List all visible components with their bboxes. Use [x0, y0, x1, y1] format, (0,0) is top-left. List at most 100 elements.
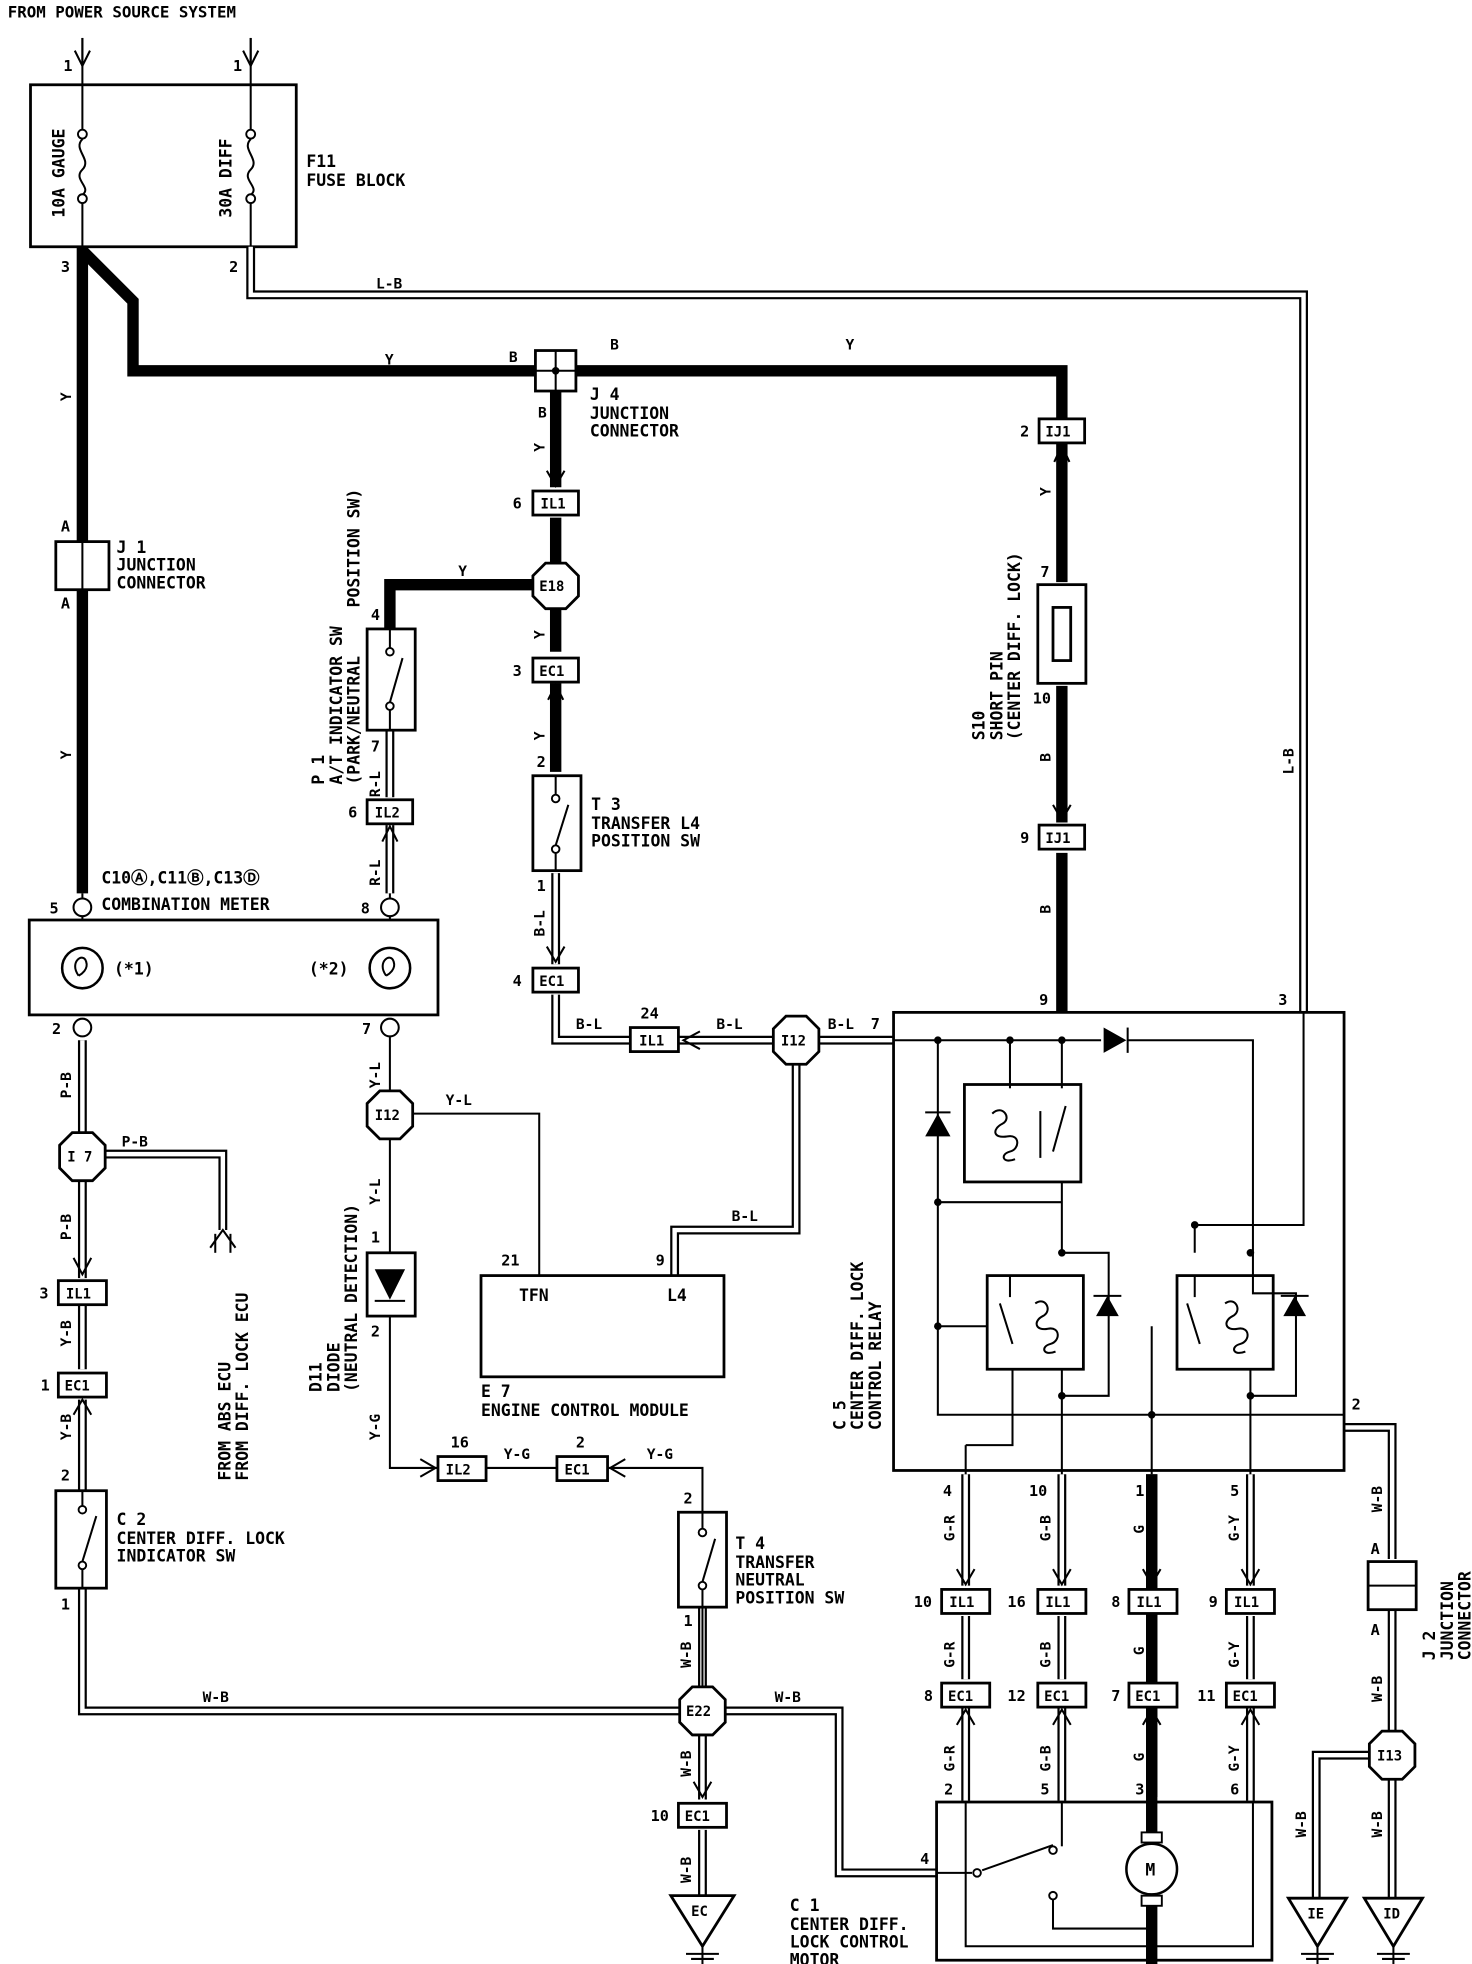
svg-text:G-Y: G-Y	[1226, 1641, 1243, 1668]
svg-text:JUNCTION: JUNCTION	[1438, 1581, 1457, 1660]
svg-text:E22: E22	[686, 1704, 711, 1720]
thin-wires	[388, 1018, 704, 1686]
svg-text:1: 1	[63, 57, 72, 75]
svg-text:7: 7	[1111, 1687, 1120, 1705]
svg-text:NEUTRAL: NEUTRAL	[735, 1571, 804, 1590]
svg-text:10: 10	[914, 1593, 932, 1611]
svg-text:W-B: W-B	[678, 1750, 695, 1777]
svg-text:2: 2	[229, 258, 238, 276]
c1-control-motor: 2 5 3 6 4 M C 1 CENTER DIFF. LOCK CONTRO…	[790, 1780, 1274, 1964]
svg-text:3: 3	[1278, 991, 1287, 1009]
svg-text:G-Y: G-Y	[1226, 1515, 1243, 1542]
svg-text:JUNCTION: JUNCTION	[590, 404, 669, 423]
svg-text:Y: Y	[58, 392, 75, 401]
svg-text:3: 3	[513, 662, 522, 680]
svg-text:IL1: IL1	[949, 1595, 974, 1611]
d11-diode: 1 2 D11 DIODE (NEUTRAL DETECTION)	[307, 1204, 417, 1392]
svg-text:G-R: G-R	[941, 1641, 958, 1668]
svg-text:1: 1	[683, 1612, 692, 1630]
svg-text:Y-G: Y-G	[504, 1446, 531, 1463]
svg-text:B-L: B-L	[716, 1016, 743, 1033]
svg-text:Y-G: Y-G	[647, 1446, 674, 1463]
svg-text:Y: Y	[531, 443, 548, 452]
svg-text:(PARK/NEUTRAL: (PARK/NEUTRAL	[345, 656, 364, 785]
svg-text:5: 5	[49, 900, 58, 918]
svg-text:POSITION SW: POSITION SW	[591, 832, 700, 851]
svg-text:W-B: W-B	[1293, 1811, 1310, 1838]
fuse-block-label: FUSE BLOCK	[306, 171, 405, 190]
svg-text:IE: IE	[1307, 1906, 1324, 1922]
svg-text:Y-B: Y-B	[58, 1320, 75, 1347]
svg-text:W-B: W-B	[1369, 1486, 1386, 1513]
svg-text:J 1: J 1	[117, 538, 147, 557]
ground-ec: EC	[668, 1894, 737, 1964]
svg-text:CENTER DIFF.: CENTER DIFF.	[790, 1915, 909, 1934]
svg-text:CONNECTOR: CONNECTOR	[590, 422, 679, 441]
svg-text:1: 1	[1135, 1482, 1144, 1500]
svg-text:LOCK CONTROL: LOCK CONTROL	[790, 1933, 909, 1952]
svg-text:1: 1	[537, 877, 546, 895]
svg-text:G-B: G-B	[1037, 1641, 1054, 1668]
power-source-label: FROM POWER SOURCE SYSTEM	[8, 3, 236, 22]
svg-text:EC: EC	[691, 1904, 708, 1920]
svg-text:2: 2	[537, 753, 546, 771]
svg-text:8: 8	[1111, 1593, 1120, 1611]
svg-text:B-L: B-L	[828, 1016, 855, 1033]
abs-ecu-arrow: FROM ABS ECU FROM DIFF. LOCK ECU	[209, 1228, 252, 1481]
svg-text:1: 1	[61, 1596, 70, 1614]
svg-text:EC1: EC1	[565, 1462, 590, 1478]
svg-text:G: G	[1131, 1753, 1148, 1762]
svg-text:TRANSFER L4: TRANSFER L4	[591, 814, 700, 833]
svg-text:7: 7	[1040, 563, 1049, 581]
svg-text:I 7: I 7	[67, 1150, 92, 1166]
svg-text:9: 9	[1039, 991, 1048, 1009]
t3-transfer-l4-switch: 2 1 T 3 TRANSFER L4 POSITION SW	[531, 753, 700, 895]
svg-text:(NEUTRAL DETECTION): (NEUTRAL DETECTION)	[342, 1204, 361, 1392]
svg-text:EC1: EC1	[539, 664, 564, 680]
svg-text:6: 6	[348, 803, 357, 821]
svg-text:DIODE: DIODE	[324, 1343, 343, 1392]
svg-text:SHORT PIN: SHORT PIN	[987, 651, 1006, 740]
svg-text:CONTROL RELAY: CONTROL RELAY	[866, 1301, 885, 1430]
svg-text:INDICATOR SW: INDICATOR SW	[117, 1547, 236, 1566]
svg-text:4: 4	[371, 606, 380, 624]
svg-text:C 5: C 5	[830, 1400, 849, 1430]
svg-text:J 4: J 4	[590, 385, 620, 404]
svg-text:EC1: EC1	[539, 974, 564, 990]
svg-text:(*2): (*2)	[309, 959, 349, 978]
svg-text:I13: I13	[1377, 1748, 1402, 1764]
svg-text:CONNECTOR: CONNECTOR	[117, 573, 206, 592]
svg-text:6: 6	[513, 495, 522, 513]
svg-text:IL1: IL1	[540, 497, 565, 513]
double-wires	[77, 246, 1397, 1899]
svg-text:P-B: P-B	[58, 1072, 75, 1099]
svg-text:COMBINATION METER: COMBINATION METER	[101, 895, 269, 914]
svg-text:C10Ⓐ,C11Ⓑ,C13Ⓓ: C10Ⓐ,C11Ⓑ,C13Ⓓ	[101, 868, 260, 887]
svg-text:G-Y: G-Y	[1226, 1745, 1243, 1772]
svg-text:2: 2	[576, 1434, 585, 1452]
svg-text:2: 2	[944, 1780, 953, 1798]
svg-text:24: 24	[640, 1005, 658, 1023]
svg-text:2: 2	[371, 1322, 380, 1340]
svg-text:G-R: G-R	[941, 1745, 958, 1772]
thick-wires	[76, 246, 1158, 1964]
svg-text:EC1: EC1	[1044, 1689, 1069, 1705]
svg-text:B: B	[538, 405, 547, 422]
svg-text:3: 3	[39, 1284, 48, 1302]
svg-text:7: 7	[871, 1015, 880, 1033]
svg-text:G-R: G-R	[941, 1515, 958, 1542]
connector-blocks: IJ1 2 IJ1 9 IL1 6 EC1 3 EC1 4 IL2 6 IL1 …	[39, 417, 1276, 1829]
svg-text:R-L: R-L	[367, 771, 384, 798]
svg-text:8: 8	[924, 1687, 933, 1705]
svg-text:Y: Y	[531, 731, 548, 740]
fuse-30a-diff-label: 30A DIFF	[217, 138, 236, 217]
svg-text:(*1): (*1)	[114, 959, 154, 978]
wire-color-labels: L-B Y B B Y B Y Y Y Y Y Y Y B B L-B R-L …	[58, 276, 1386, 1883]
svg-text:Y-L: Y-L	[446, 1092, 473, 1109]
ground-ie: IE	[1285, 1896, 1350, 1964]
svg-text:IL2: IL2	[446, 1462, 471, 1478]
svg-text:9: 9	[1020, 829, 1029, 847]
svg-text:G: G	[1131, 1525, 1148, 1534]
svg-text:Y-L: Y-L	[367, 1178, 384, 1205]
svg-text:G: G	[1131, 1646, 1148, 1655]
